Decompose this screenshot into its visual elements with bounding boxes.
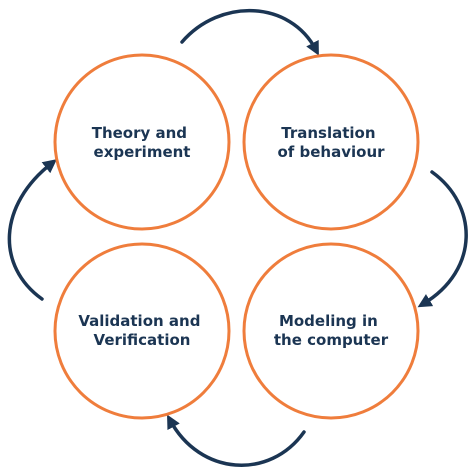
node-modeling-in-the-computer: Modeling in the computer <box>242 242 420 420</box>
node-translation-of-behaviour: Translation of behaviour <box>242 53 420 231</box>
svg-text:Translation of behaviour: Translation of behaviour <box>277 124 385 161</box>
node-circle <box>242 53 420 231</box>
arrow-top-left-to-top-right <box>180 9 319 56</box>
node-circle <box>53 242 231 420</box>
arrow-bottom-right-to-bottom-left <box>167 414 306 467</box>
arrow-top-right-to-bottom-right <box>417 170 468 308</box>
node-label-line: the computer <box>274 331 389 349</box>
node-circle <box>242 242 420 420</box>
node-label-line: Verification <box>94 331 191 349</box>
svg-text:Theory and experiment: Theory and experiment <box>92 124 193 161</box>
node-label-line: Translation <box>281 124 375 142</box>
node-validation-and-verification: Validation and Verification <box>53 242 231 420</box>
svg-text:Modeling in the computer: Modeling in the computer <box>274 312 389 349</box>
node-label-line: experiment <box>94 143 191 161</box>
node-label-line: Validation and <box>78 312 200 330</box>
node-circle <box>53 53 231 231</box>
node-label-line: Theory and <box>92 124 187 142</box>
svg-text:Validation and Verificat: Validation and Verification <box>78 312 205 349</box>
node-label-line: of behaviour <box>277 143 385 161</box>
node-theory-and-experiment: Theory and experiment <box>53 53 231 231</box>
node-label-line: Modeling in <box>279 312 378 330</box>
arrow-bottom-left-to-top-left <box>7 159 57 301</box>
